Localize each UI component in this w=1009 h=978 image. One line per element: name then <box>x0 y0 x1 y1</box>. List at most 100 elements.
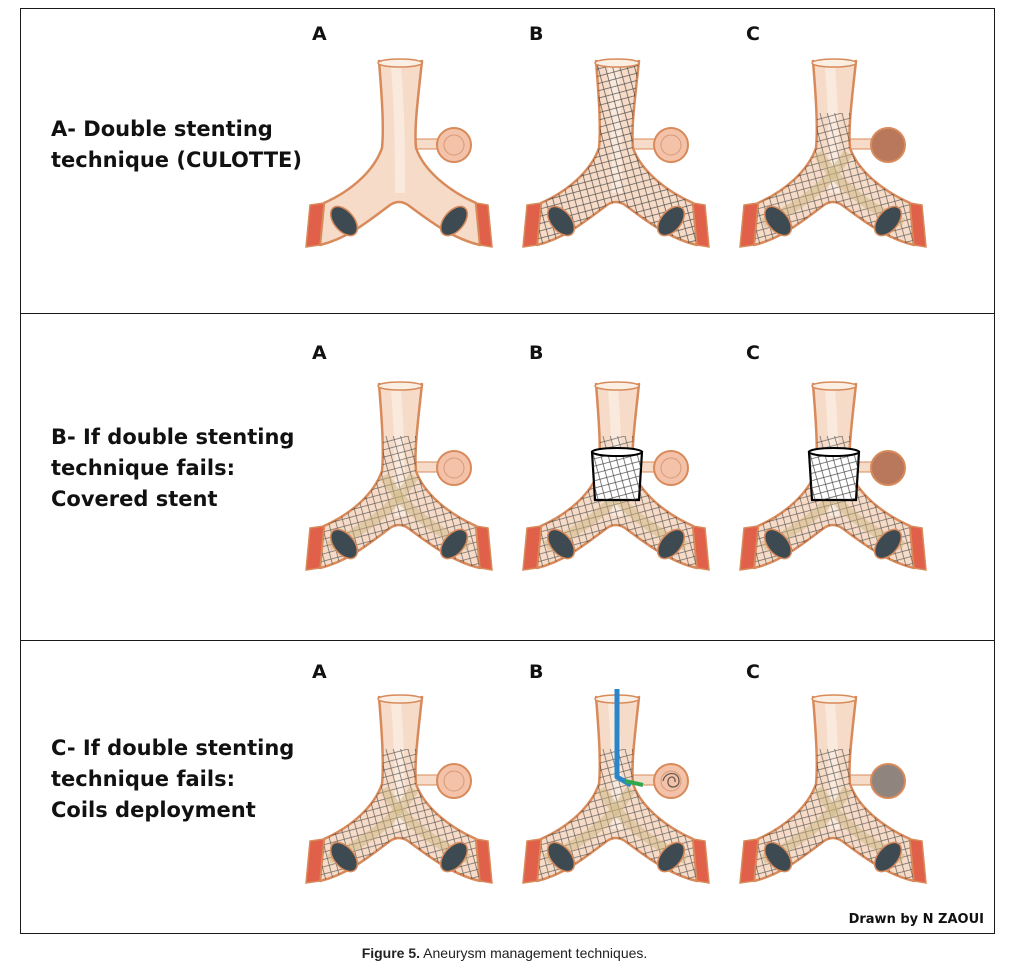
row-title: C- If double stenting technique fails: C… <box>51 733 294 826</box>
vessel-illustration <box>522 381 710 571</box>
ostium-left <box>763 205 793 237</box>
panel-label: C <box>746 661 760 683</box>
panel-label: C <box>746 23 760 45</box>
microcatheter-tip <box>624 779 644 787</box>
vessel-illustration <box>739 58 927 248</box>
vessel-illustration <box>305 381 493 571</box>
stent-mesh <box>537 63 697 245</box>
vessel-lumen-highlight <box>391 66 405 194</box>
row-title-line: technique fails: <box>51 767 235 791</box>
caption-text: Aneurysm management techniques. <box>420 945 648 961</box>
branch-end-right <box>475 838 493 884</box>
aneurysm-inner <box>443 134 465 156</box>
aneurysm-sac <box>870 450 906 486</box>
aneurysm-sac <box>653 450 689 486</box>
ostium-right <box>656 205 686 237</box>
panel-label: B <box>529 23 544 45</box>
aneurysm-inner <box>660 134 682 156</box>
aneurysm-inner <box>443 770 465 792</box>
branch-end-left <box>305 838 325 884</box>
ostium-left <box>546 528 576 560</box>
aneurysm-sac <box>436 127 472 163</box>
ostium-left <box>763 528 793 560</box>
panel-label: A <box>312 342 327 364</box>
row-title-line: Covered stent <box>51 487 218 511</box>
branch-end-left <box>305 525 325 571</box>
vessel-top-opening <box>811 58 857 68</box>
caption-label: Figure 5. <box>361 945 421 961</box>
ostium-right <box>439 841 469 873</box>
ostium-right <box>873 841 903 873</box>
vessel-illustration <box>305 58 493 248</box>
ostium-right <box>439 205 469 237</box>
branch-end-right <box>909 525 927 571</box>
figure-caption: Figure 5. Aneurysm management techniques… <box>0 945 1009 961</box>
aneurysm-inner <box>660 770 682 792</box>
vessel-top-opening <box>594 58 640 68</box>
figure-frame: A- Double stenting technique (CULOTTE) A… <box>20 8 995 934</box>
vessel-top-opening <box>811 381 857 391</box>
branch-end-left <box>522 525 542 571</box>
covered-stent <box>807 447 861 502</box>
coil-loops <box>662 772 680 788</box>
ostium-left <box>329 528 359 560</box>
row-title-line: technique (CULOTTE) <box>51 148 302 172</box>
panel-label: A <box>312 23 327 45</box>
ostium-left <box>763 841 793 873</box>
panel-label: A <box>312 661 327 683</box>
branch-end-right <box>692 202 710 248</box>
vessel-top-opening <box>811 694 857 704</box>
branch-end-right <box>692 525 710 571</box>
branch-end-left <box>739 525 759 571</box>
row-title-line: C- If double stenting <box>51 736 295 760</box>
branch-end-right <box>475 202 493 248</box>
credit-text: Drawn by N ZAOUI <box>848 912 984 927</box>
aneurysm-inner <box>660 457 682 479</box>
branch-end-right <box>692 838 710 884</box>
branch-end-left <box>522 202 542 248</box>
vessel-top-opening <box>594 381 640 391</box>
ostium-left <box>329 205 359 237</box>
vessel-illustration <box>305 694 493 884</box>
ostium-right <box>656 841 686 873</box>
ostium-left <box>329 841 359 873</box>
ostium-left <box>546 841 576 873</box>
aneurysm-sac <box>870 127 906 163</box>
row-title-line: A- Double stenting <box>51 117 273 141</box>
row-title: B- If double stenting technique fails: C… <box>51 422 294 515</box>
ostium-right <box>873 528 903 560</box>
row-title-line: Coils deployment <box>51 798 256 822</box>
ostium-right <box>439 528 469 560</box>
vessel-top-opening <box>377 381 423 391</box>
row-culotte: A- Double stenting technique (CULOTTE) A… <box>21 9 994 313</box>
panel-label: B <box>529 342 544 364</box>
row-covered-stent: B- If double stenting technique fails: C… <box>21 313 994 640</box>
branch-end-left <box>305 202 325 248</box>
aneurysm-sac <box>436 450 472 486</box>
vessel-top-opening <box>377 58 423 68</box>
row-title-line: B- If double stenting <box>51 425 295 449</box>
branch-end-left <box>739 202 759 248</box>
aneurysm-sac <box>653 127 689 163</box>
row-coils: C- If double stenting technique fails: C… <box>21 640 994 933</box>
branch-end-right <box>909 838 927 884</box>
ostium-right <box>873 205 903 237</box>
vessel-illustration <box>739 694 927 884</box>
vessel-illustration <box>739 381 927 571</box>
ostium-left <box>546 205 576 237</box>
branch-end-left <box>739 838 759 884</box>
panel-label: B <box>529 661 544 683</box>
row-title: A- Double stenting technique (CULOTTE) <box>51 114 302 176</box>
vessel-top-opening <box>377 694 423 704</box>
branch-end-right <box>475 525 493 571</box>
vessel-illustration <box>522 689 710 884</box>
panel-label: C <box>746 342 760 364</box>
aneurysm-sac <box>436 763 472 799</box>
vessel-illustration <box>522 58 710 248</box>
covered-stent <box>590 447 644 502</box>
aneurysm-inner <box>443 457 465 479</box>
aneurysm-sac <box>870 763 906 799</box>
row-title-line: technique fails: <box>51 456 235 480</box>
aneurysm-sac <box>653 763 689 799</box>
branch-end-right <box>909 202 927 248</box>
